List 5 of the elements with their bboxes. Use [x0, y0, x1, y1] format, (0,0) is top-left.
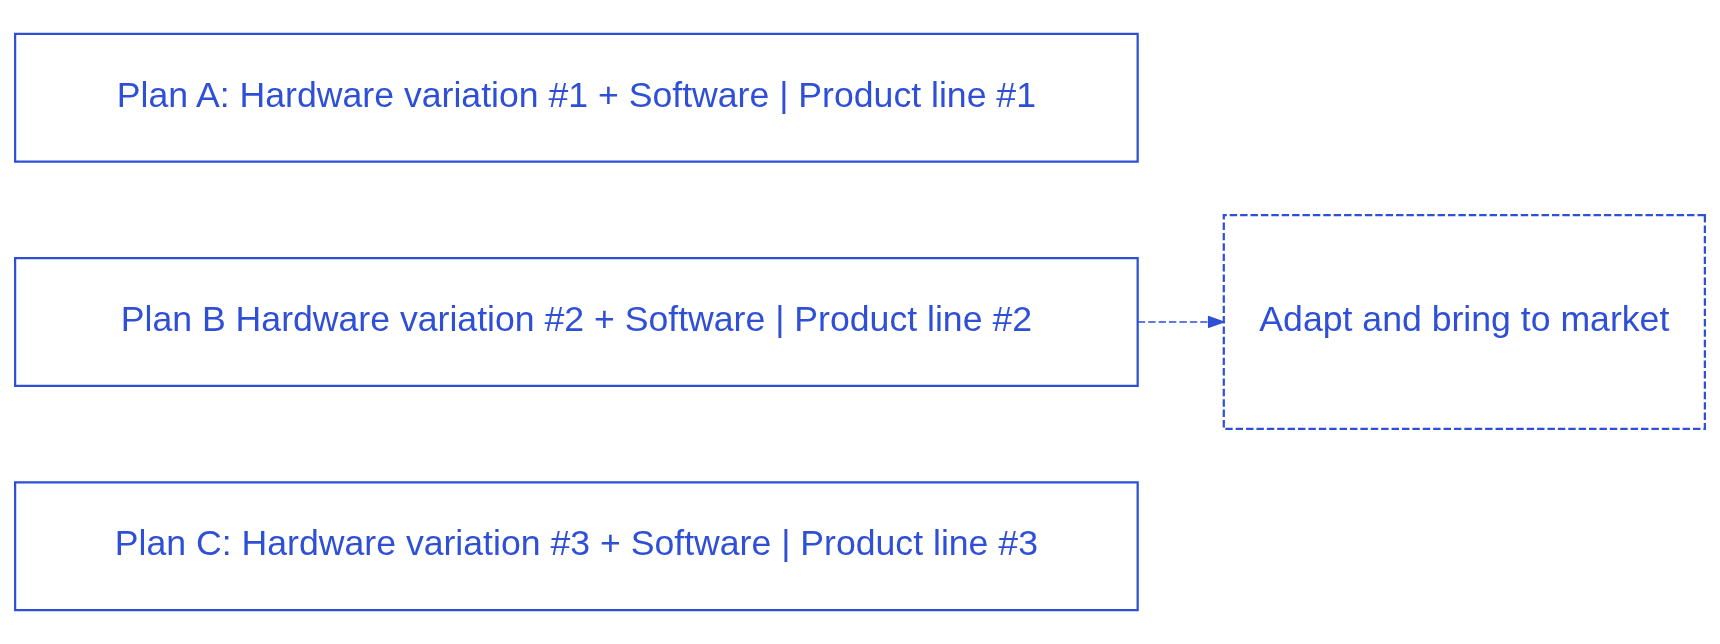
node-box: Plan A: Hardware variation #1 + Software | Product line #1	[14, 32, 1139, 163]
node-box: Plan C: Hardware variation #3 + Software | Product line #3	[14, 481, 1139, 612]
arrow	[1136, 315, 1226, 329]
node-box: Adapt and bring to market	[1222, 213, 1706, 431]
node-box: Plan B Hardware variation #2 + Software | Product line #2	[14, 257, 1139, 387]
